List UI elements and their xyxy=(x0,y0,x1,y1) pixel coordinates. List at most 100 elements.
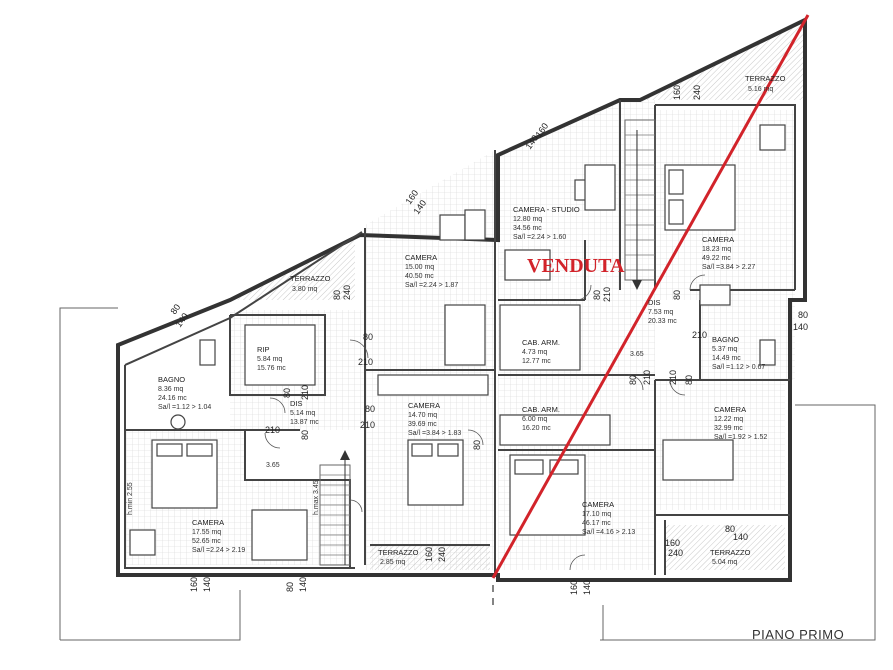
svg-text:80: 80 xyxy=(628,375,638,385)
svg-text:140: 140 xyxy=(582,580,592,595)
plan-title: PIANO PRIMO xyxy=(752,627,844,642)
svg-text:3.65: 3.65 xyxy=(630,351,644,358)
svg-text:DIS: DIS xyxy=(648,298,661,307)
svg-text:12.77 mc: 12.77 mc xyxy=(522,358,551,365)
furniture xyxy=(129,124,786,561)
svg-text:5.16 mq: 5.16 mq xyxy=(748,86,773,93)
svg-text:40.50 mc: 40.50 mc xyxy=(405,273,434,280)
svg-text:Sa/l =1.12 > 1.04: Sa/l =1.12 > 1.04 xyxy=(158,404,211,411)
svg-text:h.max 3.45: h.max 3.45 xyxy=(313,480,320,515)
svg-text:CAMERA: CAMERA xyxy=(192,518,224,527)
svg-text:4.73 mq: 4.73 mq xyxy=(522,349,547,356)
room-camera-mid: CAMERA 14.70 mq 39.69 mc Sa/l =3.84 > 1.… xyxy=(408,401,461,437)
svg-text:210: 210 xyxy=(265,425,280,435)
svg-text:Sa/l =2.24 > 1.60: Sa/l =2.24 > 1.60 xyxy=(513,234,566,241)
svg-text:34.56 mc: 34.56 mc xyxy=(513,225,542,232)
svg-text:24.16 mc: 24.16 mc xyxy=(158,395,187,402)
svg-text:3.80 mq: 3.80 mq xyxy=(292,286,317,293)
svg-text:140: 140 xyxy=(298,577,308,592)
svg-text:32.99 mc: 32.99 mc xyxy=(714,425,743,432)
svg-text:17.10 mq: 17.10 mq xyxy=(582,511,611,518)
svg-text:6.00 mq: 6.00 mq xyxy=(522,416,547,423)
svg-text:160: 160 xyxy=(189,577,199,592)
svg-text:17.55 mq: 17.55 mq xyxy=(192,529,221,536)
svg-text:7.53 mq: 7.53 mq xyxy=(648,309,673,316)
svg-text:80: 80 xyxy=(365,404,375,414)
svg-text:140: 140 xyxy=(733,532,748,542)
svg-text:80: 80 xyxy=(472,440,482,450)
svg-text:80: 80 xyxy=(672,290,682,300)
room-camera-sw: CAMERA 17.55 mq 52.65 mc Sa/l =2.24 > 2.… xyxy=(192,518,245,554)
svg-text:BAGNO: BAGNO xyxy=(712,335,739,344)
doors xyxy=(264,274,706,571)
svg-text:49.22 mc: 49.22 mc xyxy=(702,255,731,262)
svg-text:CAMERA: CAMERA xyxy=(714,405,746,414)
svg-text:12.80 mq: 12.80 mq xyxy=(513,216,542,223)
svg-text:12.22 mq: 12.22 mq xyxy=(714,416,743,423)
svg-text:Sa/l =2.24 > 2.19: Sa/l =2.24 > 2.19 xyxy=(192,547,245,554)
svg-text:h.min 2.55: h.min 2.55 xyxy=(127,482,134,515)
svg-text:CAMERA: CAMERA xyxy=(405,253,437,262)
svg-text:TERRAZZO: TERRAZZO xyxy=(290,274,331,283)
room-labels: TERRAZZO 5.16 mq CAMERA - STUDIO 12.80 m… xyxy=(158,74,786,566)
svg-text:160: 160 xyxy=(665,538,680,548)
svg-text:5.04 mq: 5.04 mq xyxy=(712,559,737,566)
room-dis-w: DIS 5.14 mq 13.87 mc xyxy=(290,399,319,426)
svg-text:CAMERA - STUDIO: CAMERA - STUDIO xyxy=(513,205,580,214)
svg-text:140: 140 xyxy=(202,577,212,592)
svg-text:Sa/l =4.16 > 2.13: Sa/l =4.16 > 2.13 xyxy=(582,529,635,536)
svg-text:CAB. ARM.: CAB. ARM. xyxy=(522,338,560,347)
svg-text:80: 80 xyxy=(332,290,342,300)
svg-text:210: 210 xyxy=(602,287,612,302)
svg-text:13.87 mc: 13.87 mc xyxy=(290,419,319,426)
svg-text:CAMERA: CAMERA xyxy=(702,235,734,244)
svg-text:5.37 mq: 5.37 mq xyxy=(712,346,737,353)
svg-text:80: 80 xyxy=(798,310,808,320)
room-terrazzo-se: TERRAZZO 5.04 mq xyxy=(710,548,751,566)
svg-text:80: 80 xyxy=(282,388,292,398)
svg-text:160: 160 xyxy=(672,85,682,100)
sold-diagonal-line xyxy=(491,14,810,579)
svg-text:240: 240 xyxy=(342,285,352,300)
balcony-outlines xyxy=(59,307,876,641)
dimension-labels: 160 240 240 80 80 210 80 210 210 80 210 … xyxy=(168,85,808,595)
room-camera-mid-n: CAMERA 15.00 mq 40.50 mc Sa/l =2.24 > 1.… xyxy=(405,253,458,289)
svg-text:80: 80 xyxy=(285,582,295,592)
svg-text:46.17 mc: 46.17 mc xyxy=(582,520,611,527)
room-cab-arm-1: CAB. ARM. 4.73 mq 12.77 mc xyxy=(522,338,560,365)
room-cab-arm-2: CAB. ARM. 6.00 mq 16.20 mc xyxy=(522,405,560,432)
svg-text:80: 80 xyxy=(725,524,735,534)
svg-text:TERRAZZO: TERRAZZO xyxy=(745,74,786,83)
room-terrazzo-top: TERRAZZO 5.16 mq xyxy=(745,74,786,93)
svg-text:TERRAZZO: TERRAZZO xyxy=(378,548,419,557)
svg-text:160: 160 xyxy=(569,580,579,595)
svg-text:210: 210 xyxy=(668,370,678,385)
svg-text:Sa/l =1.12 > 0.67: Sa/l =1.12 > 0.67 xyxy=(712,364,765,371)
svg-text:CAMERA: CAMERA xyxy=(408,401,440,410)
svg-text:240: 240 xyxy=(437,547,447,562)
svg-text:TERRAZZO: TERRAZZO xyxy=(710,548,751,557)
room-rip: RIP 5.84 mq 15.76 mc xyxy=(257,345,286,372)
svg-text:5.14 mq: 5.14 mq xyxy=(290,410,315,417)
svg-text:14.70 mq: 14.70 mq xyxy=(408,412,437,419)
svg-text:140: 140 xyxy=(793,322,808,332)
svg-text:RIP: RIP xyxy=(257,345,270,354)
svg-text:80: 80 xyxy=(684,375,694,385)
room-terrazzo-mid: TERRAZZO 3.80 mq xyxy=(290,274,331,293)
svg-text:20.33 mc: 20.33 mc xyxy=(648,318,677,325)
svg-text:80: 80 xyxy=(300,430,310,440)
sold-stamp: VENDUTA xyxy=(527,255,625,277)
svg-text:39.69 mc: 39.69 mc xyxy=(408,421,437,428)
svg-text:Sa/l =1.92 > 1.52: Sa/l =1.92 > 1.52 xyxy=(714,434,767,441)
svg-text:8.36 mq: 8.36 mq xyxy=(158,386,183,393)
svg-text:210: 210 xyxy=(360,420,375,430)
svg-text:Sa/l =2.24 > 1.87: Sa/l =2.24 > 1.87 xyxy=(405,282,458,289)
svg-text:16.20 mc: 16.20 mc xyxy=(522,425,551,432)
svg-text:80: 80 xyxy=(168,302,182,316)
svg-text:52.65 mc: 52.65 mc xyxy=(192,538,221,545)
svg-text:240: 240 xyxy=(668,548,683,558)
svg-text:14.49 mc: 14.49 mc xyxy=(712,355,741,362)
svg-text:210: 210 xyxy=(692,330,707,340)
